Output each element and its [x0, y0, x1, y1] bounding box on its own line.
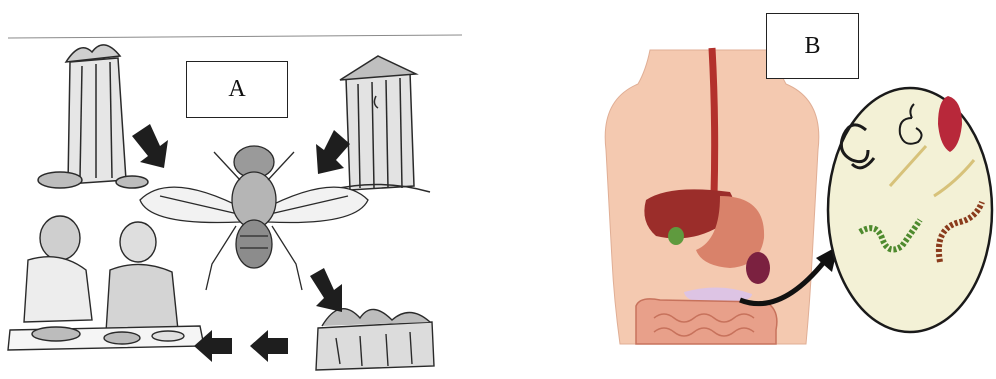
panel-label-b: B	[766, 13, 859, 79]
outhouse-icon	[330, 56, 430, 192]
panel-a-illustration	[0, 0, 480, 379]
panel-label-a: A	[186, 61, 288, 118]
spoiled-food-icon	[316, 309, 434, 370]
panel-a-border-line	[8, 35, 462, 38]
family-eating-icon	[8, 216, 204, 350]
panel-a-fly-transmission: A	[0, 0, 480, 379]
arrow-icon	[132, 124, 168, 168]
arrow-icon	[250, 330, 288, 362]
arrow-icon	[310, 268, 342, 312]
panel-b-intestinal-parasites: B	[580, 0, 996, 379]
trash-bin-icon	[38, 45, 148, 188]
parasite-circle-icon	[828, 88, 992, 332]
torso-icon	[605, 48, 838, 344]
arrow-icon	[316, 130, 350, 174]
